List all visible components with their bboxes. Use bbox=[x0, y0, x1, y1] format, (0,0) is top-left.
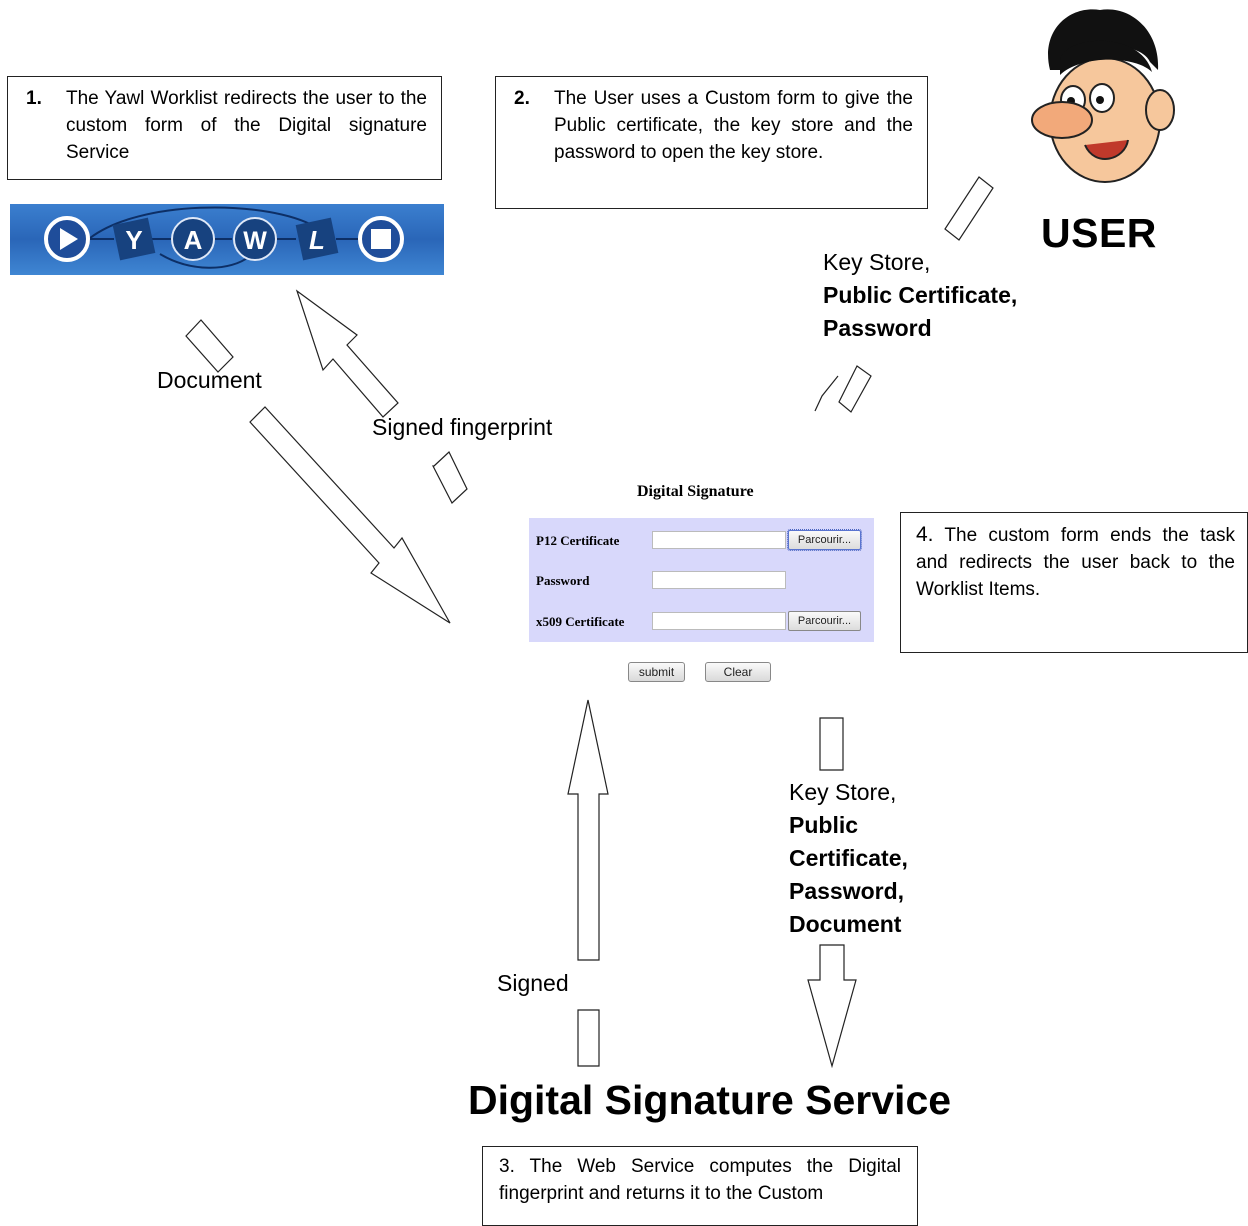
user-to-form-arrow-head bbox=[814, 375, 839, 412]
user-to-form-line-2: Public Certificate, bbox=[823, 282, 1018, 308]
step-3-box: 3. The Web Service computes the Digital … bbox=[482, 1146, 918, 1226]
service-title: Digital Signature Service bbox=[468, 1077, 952, 1123]
yawl-letter-l: L bbox=[309, 225, 325, 255]
password-label: Password bbox=[536, 573, 590, 588]
yawl-letter-y: Y bbox=[125, 225, 142, 255]
signed-fingerprint-label: Signed fingerprint bbox=[372, 414, 553, 440]
user-to-form-label: Key Store, Public Certificate, Password bbox=[823, 246, 1017, 345]
yawl-letter-w: W bbox=[243, 227, 267, 255]
yawl-task-l-icon: L bbox=[295, 217, 339, 261]
form-to-service-arrow-tail bbox=[819, 717, 844, 771]
user-title: USER bbox=[1041, 210, 1157, 256]
x509-browse-button[interactable]: Parcourir... bbox=[788, 611, 861, 631]
p12-browse-button[interactable]: Parcourir... bbox=[787, 529, 862, 551]
x509-label: x509 Certificate bbox=[536, 614, 625, 629]
user-to-form-arrow-tail bbox=[838, 365, 872, 413]
document-label: Document bbox=[157, 367, 262, 393]
submit-button[interactable]: submit bbox=[628, 662, 685, 682]
form-to-service-line-2: Public bbox=[789, 812, 859, 838]
step-2-number: 2. bbox=[514, 88, 530, 109]
x509-certificate-input[interactable] bbox=[652, 612, 786, 630]
signed-label: Signed bbox=[497, 970, 569, 996]
user-to-form-line-3: Password bbox=[823, 315, 932, 341]
signed-fingerprint-arrow-head bbox=[295, 289, 399, 418]
step-2-text: The User uses a Custom form to give the … bbox=[554, 88, 913, 163]
user-cartoon-icon bbox=[1031, 9, 1175, 183]
signed-fingerprint-arrow-tail bbox=[432, 451, 468, 504]
end-condition-icon bbox=[358, 216, 404, 262]
signed-arrow-head bbox=[567, 699, 609, 961]
step-1-text: The Yawl Worklist redirects the user to … bbox=[66, 88, 427, 163]
form-to-service-line-3: Certificate, bbox=[789, 845, 908, 871]
yawl-logo-graphic: Y A W L bbox=[44, 206, 404, 269]
yawl-letter-a: A bbox=[184, 225, 203, 255]
yawl-task-a-icon: A bbox=[171, 217, 215, 261]
form-to-service-arrow-head bbox=[807, 944, 857, 1069]
p12-label: P12 Certificate bbox=[536, 533, 620, 548]
yawl-task-y-icon: Y bbox=[112, 217, 156, 261]
start-condition-icon bbox=[44, 216, 90, 262]
step-2-box: 2. The User uses a Custom form to give t… bbox=[495, 76, 928, 209]
form-title: Digital Signature bbox=[637, 483, 754, 500]
form-to-service-line-5: Document bbox=[789, 911, 902, 937]
yawl-logo: Y A W L bbox=[10, 204, 444, 275]
form-to-service-line-1: Key Store, bbox=[789, 779, 897, 805]
yawl-task-w-icon: W bbox=[233, 217, 277, 261]
password-input[interactable] bbox=[652, 571, 786, 589]
step-4-text: The custom form ends the task and redire… bbox=[916, 525, 1235, 600]
step-4-number: 4. bbox=[916, 523, 934, 546]
p12-certificate-input[interactable] bbox=[652, 531, 786, 549]
user-to-form-line-1: Key Store, bbox=[823, 249, 931, 275]
signature-form-panel: P12 Certificate Parcourir... Password x5… bbox=[529, 518, 874, 642]
step-1-box: 1. The Yawl Worklist redirects the user … bbox=[7, 76, 442, 180]
form-to-service-label: Key Store, Public Certificate, Password,… bbox=[789, 776, 908, 941]
clear-button[interactable]: Clear bbox=[705, 662, 771, 682]
step-1-number: 1. bbox=[26, 88, 42, 109]
user-to-form-arrow-upper bbox=[944, 176, 994, 241]
step-4-box: 4. The custom form ends the task and red… bbox=[900, 512, 1248, 653]
step-3-text: 3. The Web Service computes the Digital … bbox=[499, 1156, 901, 1204]
signed-arrow-tail bbox=[577, 1009, 600, 1067]
form-to-service-line-4: Password, bbox=[789, 878, 905, 904]
